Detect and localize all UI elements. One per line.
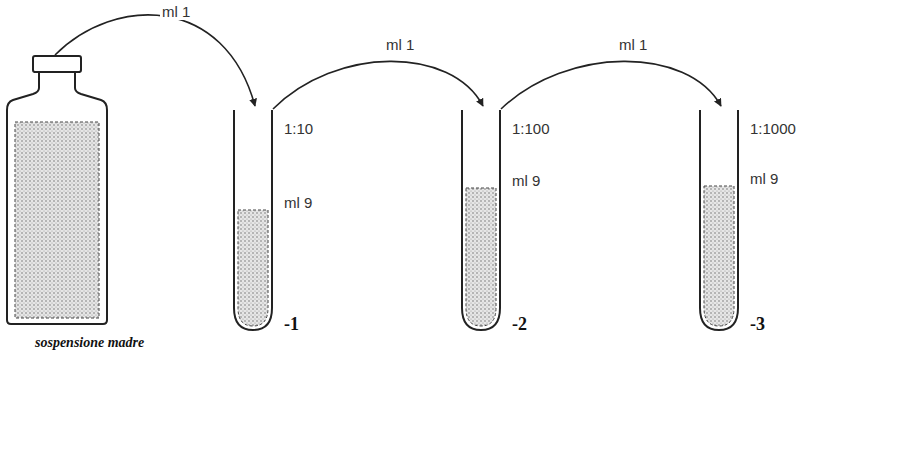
volume-label: ml 1 <box>384 36 416 53</box>
volume-label: ml 1 <box>160 3 192 20</box>
volume-label: ml 1 <box>617 36 649 53</box>
test-tube: 1:1000 ml 9 -3 <box>698 108 802 338</box>
transfer-arrow <box>501 61 721 109</box>
test-tube: 1:10 ml 9 -1 <box>232 108 320 338</box>
dilution-ratio: 1:1000 <box>750 120 796 137</box>
test-tube: 1:100 ml 9 -2 <box>460 108 556 338</box>
bottle-drawing <box>5 52 115 327</box>
transfer-arrow <box>273 61 483 109</box>
dilution-ratio: 1:100 <box>512 120 550 137</box>
tube-number: -3 <box>750 314 765 335</box>
bottle-label: sospensione madre <box>35 335 144 351</box>
transfer-arrow <box>55 15 255 106</box>
stock-bottle: sospensione madre <box>5 52 151 352</box>
test-tube-drawing <box>232 108 278 334</box>
tube-number: -2 <box>512 314 527 335</box>
volume-label: ml 9 <box>512 172 540 189</box>
dilution-ratio: 1:10 <box>284 120 313 137</box>
volume-label: ml 9 <box>750 170 778 187</box>
volume-label: ml 9 <box>284 194 312 211</box>
tube-number: -1 <box>284 314 299 335</box>
test-tube-drawing <box>698 108 744 334</box>
test-tube-drawing <box>460 108 506 334</box>
